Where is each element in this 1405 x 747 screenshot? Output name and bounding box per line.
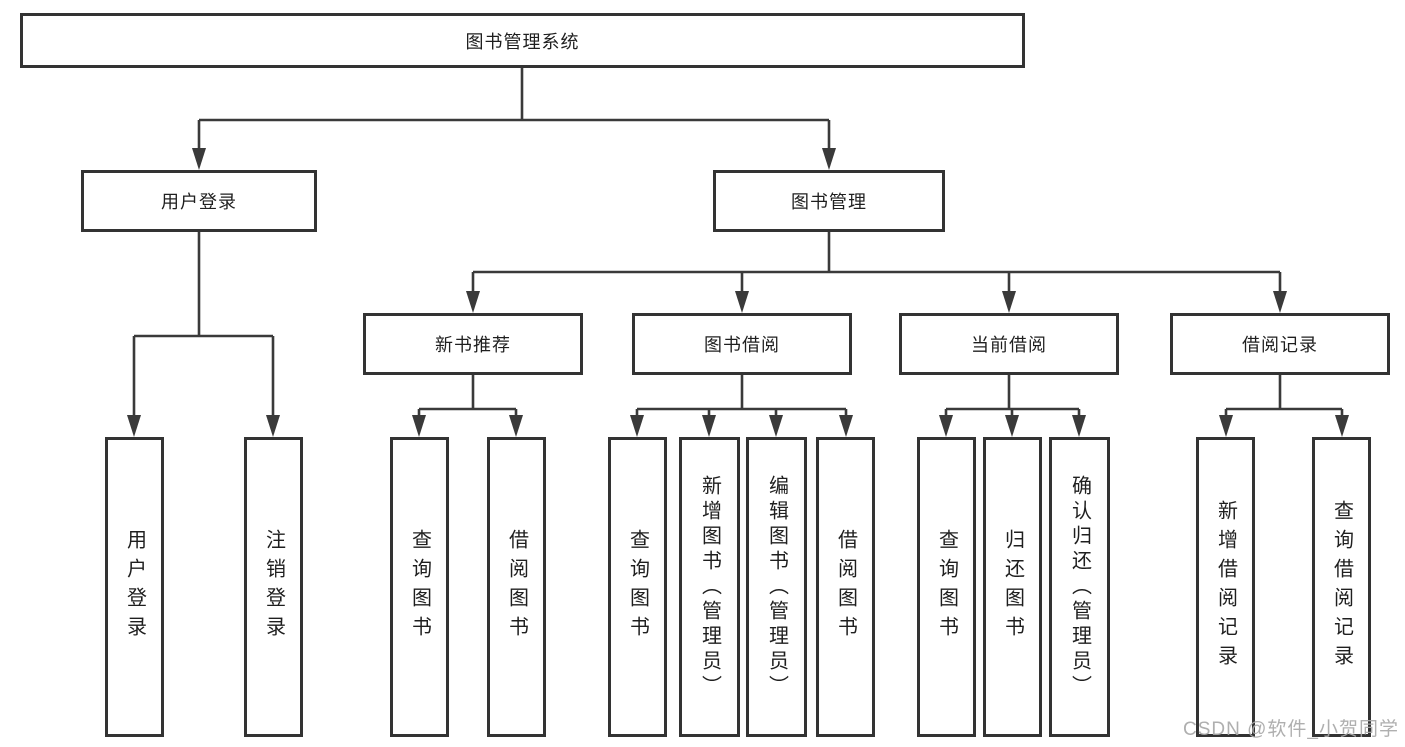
leaf-edit-book-admin: 编辑图书（管理员）: [746, 437, 807, 737]
leaf-add-book-admin-label: 新增图书（管理员）: [698, 474, 721, 700]
leaf-query-books-recommend-label: 查询图书: [408, 529, 431, 645]
node-current-borrowing: 当前借阅: [899, 313, 1119, 375]
leaf-add-book-admin: 新增图书（管理员）: [679, 437, 740, 737]
node-new-book-recommend: 新书推荐: [363, 313, 583, 375]
node-borrowing-records-label: 借阅记录: [1242, 335, 1318, 355]
node-borrowing-records: 借阅记录: [1170, 313, 1390, 375]
leaf-add-borrow-record-label: 新增借阅记录: [1214, 500, 1237, 674]
leaf-user-login-label: 用户登录: [123, 529, 146, 645]
leaf-query-books-current: 查询图书: [917, 437, 976, 737]
leaf-query-books-recommend: 查询图书: [390, 437, 449, 737]
node-user-login: 用户登录: [81, 170, 317, 232]
node-user-login-label: 用户登录: [161, 192, 237, 212]
leaf-query-books-current-label: 查询图书: [935, 529, 958, 645]
csdn-watermark: CSDN @软件_小贺同学: [1183, 719, 1399, 740]
leaf-add-borrow-record: 新增借阅记录: [1196, 437, 1255, 737]
leaf-borrow-books-borrowing: 借阅图书: [816, 437, 875, 737]
leaf-user-login: 用户登录: [105, 437, 164, 737]
leaf-borrow-books-borrowing-label: 借阅图书: [834, 529, 857, 645]
leaf-return-books: 归还图书: [983, 437, 1042, 737]
leaf-query-borrow-record-label: 查询借阅记录: [1330, 500, 1353, 674]
node-new-book-recommend-label: 新书推荐: [435, 335, 511, 355]
node-root-label: 图书管理系统: [465, 31, 580, 52]
arrowheads: [127, 148, 1349, 437]
leaf-return-books-label: 归还图书: [1001, 529, 1024, 645]
node-book-management-label: 图书管理: [791, 192, 867, 212]
leaf-confirm-return-admin: 确认归还（管理员）: [1049, 437, 1110, 737]
leaf-borrow-books-recommend: 借阅图书: [487, 437, 546, 737]
leaf-query-books-borrowing-label: 查询图书: [626, 529, 649, 645]
leaf-logout-label: 注销登录: [262, 529, 285, 645]
leaf-confirm-return-admin-label: 确认归还（管理员）: [1068, 474, 1091, 700]
node-current-borrowing-label: 当前借阅: [971, 335, 1047, 355]
leaf-edit-book-admin-label: 编辑图书（管理员）: [765, 474, 788, 700]
node-book-borrowing-label: 图书借阅: [704, 335, 780, 355]
leaf-query-books-borrowing: 查询图书: [608, 437, 667, 737]
node-root: 图书管理系统: [20, 13, 1025, 68]
node-book-borrowing: 图书借阅: [632, 313, 852, 375]
leaf-borrow-books-recommend-label: 借阅图书: [505, 529, 528, 645]
leaf-query-borrow-record: 查询借阅记录: [1312, 437, 1371, 737]
leaf-logout: 注销登录: [244, 437, 303, 737]
node-book-management: 图书管理: [713, 170, 945, 232]
